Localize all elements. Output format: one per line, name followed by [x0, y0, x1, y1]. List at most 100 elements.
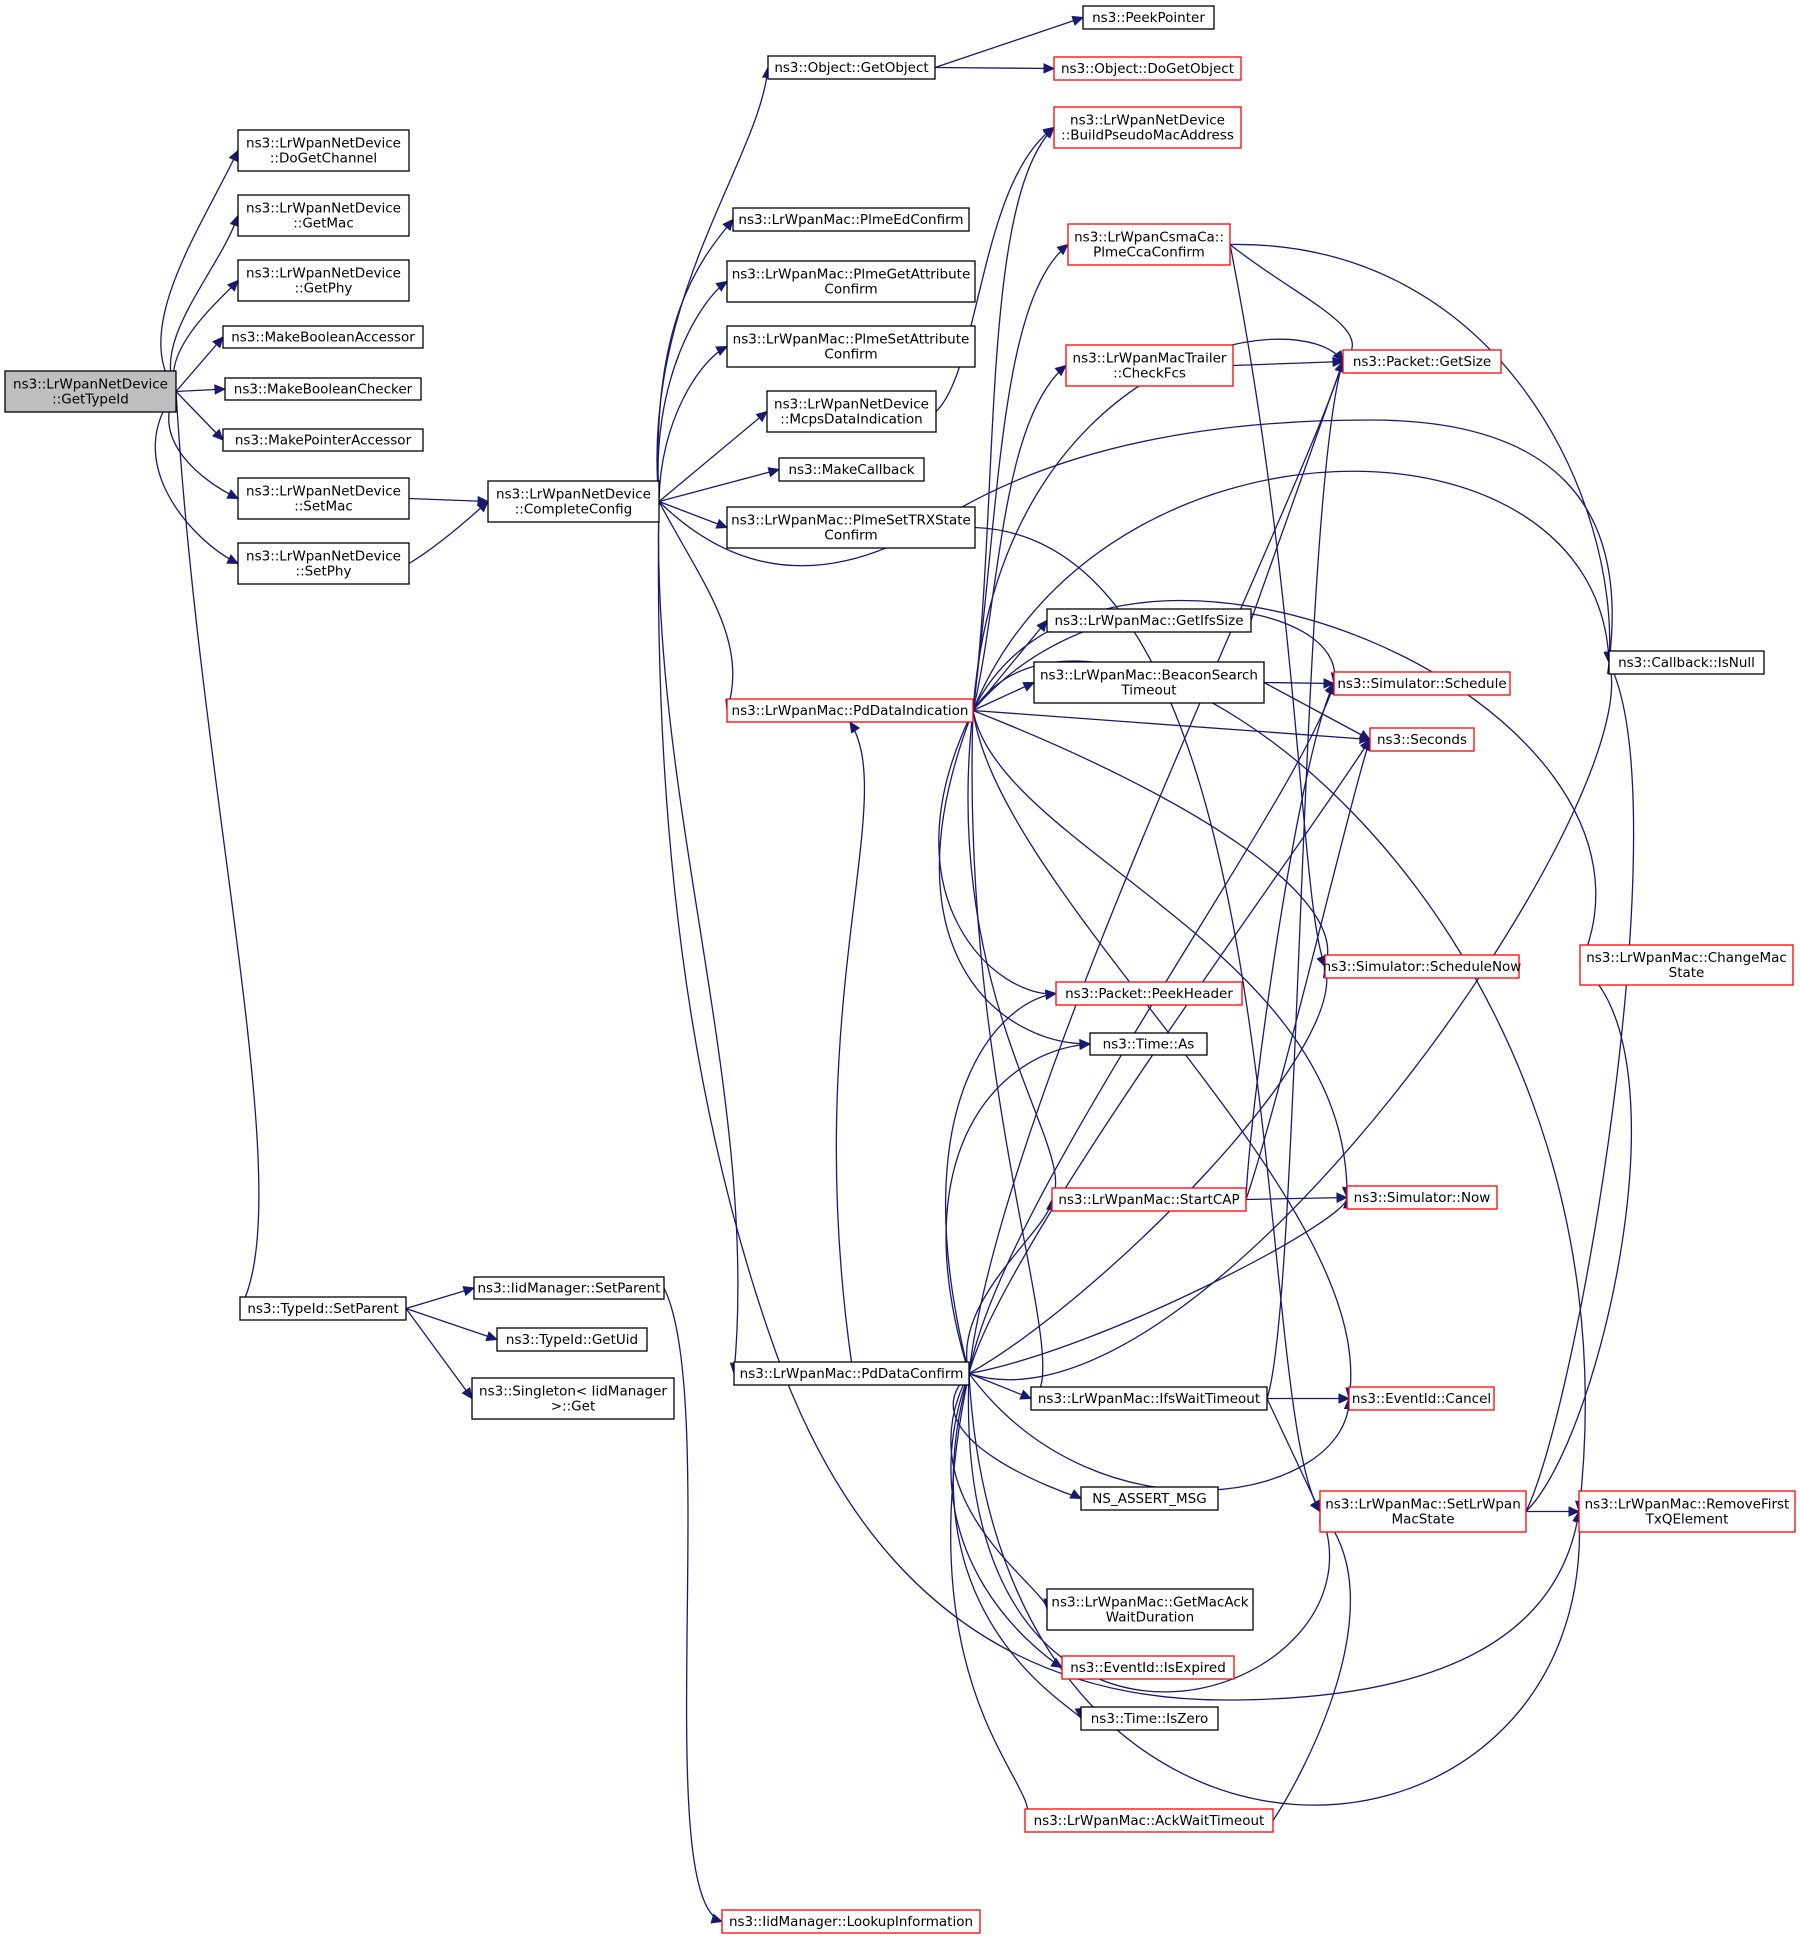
graph-node[interactable]: ns3::LrWpanMac::PdDataIndication: [726, 698, 974, 723]
node-label: ns3::IidManager::SetParent: [478, 1281, 661, 1297]
node-box: [732, 207, 970, 232]
call-edge: [154, 391, 240, 565]
graph-node[interactable]: ns3::LrWpanMac::PdDataConfirm: [733, 1361, 970, 1386]
graph-node[interactable]: ns3::IidManager::LookupInformation: [721, 1909, 981, 1934]
graph-node[interactable]: ns3::EventId::IsExpired: [1061, 1655, 1235, 1680]
graph-node[interactable]: ns3::Simulator::ScheduleNow: [1323, 954, 1522, 979]
graph-node[interactable]: ns3::Callback::IsNull: [1608, 650, 1765, 675]
graph-node[interactable]: ns3::Object::DoGetObject: [1053, 56, 1242, 81]
node-label: ns3::LrWpanMac::PlmeSetTRXState: [731, 513, 971, 529]
graph-node[interactable]: ns3::Packet::PeekHeader: [1055, 981, 1243, 1006]
call-edge: [1272, 1510, 1351, 1821]
edge-path: [657, 501, 1580, 1701]
graph-node[interactable]: ns3::TypeId::SetParent: [239, 1296, 407, 1321]
edge-path: [967, 1373, 1331, 1693]
node-box: [473, 1276, 665, 1300]
graph-node[interactable]: ns3::TypeId::GetUid: [496, 1327, 648, 1352]
graph-node[interactable]: ns3::IidManager::SetParent: [473, 1276, 665, 1300]
node-label: ns3::LrWpanMac::RemoveFirst: [1585, 1497, 1790, 1513]
call-edge: [945, 1039, 1092, 1374]
edge-path: [1250, 361, 1344, 621]
graph-node[interactable]: ns3::EventId::Cancel: [1348, 1386, 1495, 1411]
node-label: ns3::LrWpanNetDevice: [496, 487, 651, 503]
graph-node[interactable]: ns3::LrWpanMac::GetIfsSize: [1046, 608, 1252, 633]
node-label: ns3::Object::GetObject: [774, 60, 928, 76]
edge-path: [405, 1307, 498, 1341]
node-box: [1324, 954, 1520, 979]
graph-node[interactable]: ns3::Time::IsZero: [1080, 1706, 1219, 1731]
graph-node[interactable]: ns3::Object::GetObject: [767, 55, 936, 80]
node-label: ns3::LrWpanMacTrailer: [1073, 351, 1227, 367]
graph-node[interactable]: NS_ASSERT_MSG: [1080, 1486, 1219, 1511]
edge-path: [972, 338, 1344, 711]
node-label: ns3::MakePointerAccessor: [235, 433, 412, 449]
graph-node[interactable]: ns3::LrWpanNetDevice::BuildPseudoMacAddr…: [1053, 106, 1242, 149]
node-label: State: [1669, 965, 1705, 981]
graph-node[interactable]: ns3::PeekPointer: [1082, 5, 1215, 30]
graph-node[interactable]: ns3::LrWpanNetDevice::SetPhy: [237, 542, 410, 585]
graph-node[interactable]: ns3::LrWpanMac::AckWaitTimeout: [1024, 1808, 1274, 1833]
node-label: ns3::PeekPointer: [1092, 10, 1205, 26]
graph-node[interactable]: ns3::LrWpanMac::StartCAP: [1051, 1187, 1247, 1212]
edge-arrowhead: [211, 428, 224, 441]
graph-node[interactable]: ns3::MakeBooleanAccessor: [222, 325, 424, 349]
graph-node[interactable]: ns3::Singleton< IidManager >::Get: [471, 1377, 675, 1420]
graph-node[interactable]: ns3::MakeCallback: [778, 457, 925, 482]
graph-node[interactable]: ns3::Simulator::Now: [1346, 1185, 1498, 1210]
graph-node[interactable]: ns3::LrWpanMac::PlmeEdConfirm: [732, 207, 970, 232]
node-label: ::McpsDataIndication: [780, 412, 922, 428]
node-label: ns3::Object::DoGetObject: [1061, 61, 1234, 77]
node-box: [726, 325, 976, 368]
node-label: ns3::Simulator::Schedule: [1337, 676, 1506, 692]
edge-path: [972, 709, 1329, 967]
graph-node[interactable]: ns3::Seconds: [1369, 727, 1475, 752]
edge-path: [945, 1043, 1091, 1374]
call-edge: [405, 1285, 476, 1310]
graph-node[interactable]: ns3::MakeBooleanChecker: [224, 377, 422, 401]
node-label: Timeout: [1120, 683, 1176, 699]
node-label: Confirm: [824, 528, 877, 544]
node-box: [1319, 1490, 1527, 1533]
graph-node[interactable]: ns3::LrWpanNetDevice::CompleteConfig: [487, 480, 660, 523]
node-box: [237, 194, 410, 237]
edge-path: [950, 1373, 1029, 1821]
graph-node[interactable]: ns3::LrWpanNetDevice::GetPhy: [237, 259, 410, 302]
node-box: [1024, 1808, 1274, 1833]
graph-node[interactable]: ns3::Packet::GetSize: [1342, 349, 1502, 374]
graph-node[interactable]: ns3::LrWpanMacTrailer::CheckFcs: [1065, 344, 1234, 387]
graph-node[interactable]: ns3::LrWpanNetDevice::McpsDataIndication: [766, 390, 937, 433]
edge-path: [1245, 1196, 1348, 1201]
edge-arrowhead: [1036, 619, 1048, 632]
graph-node[interactable]: ns3::MakePointerAccessor: [222, 428, 424, 452]
graph-node[interactable]: ns3::LrWpanNetDevice::SetMac: [237, 477, 410, 520]
node-label: ns3::MakeBooleanChecker: [234, 382, 413, 398]
graph-node[interactable]: ns3::LrWpanCsmaCa::PlmeCcaConfirm: [1067, 223, 1231, 266]
graph-node[interactable]: ns3::Time::As: [1089, 1032, 1208, 1056]
node-box: [237, 259, 410, 302]
node-box: [1067, 223, 1231, 266]
node-box: [4, 370, 177, 413]
graph-node[interactable]: ns3::LrWpanMac::IfsWaitTimeout: [1030, 1386, 1268, 1411]
node-label: ns3::LrWpanNetDevice: [246, 549, 401, 565]
node-box: [1080, 1486, 1219, 1511]
call-edge: [175, 384, 227, 395]
call-edge: [944, 989, 1058, 1374]
node-label: ::SetPhy: [296, 564, 352, 580]
node-label: ns3::LrWpanMac::GetMacAck: [1051, 1595, 1248, 1611]
graph-node[interactable]: ns3::LrWpanNetDevice::GetMac: [237, 194, 410, 237]
edge-path: [968, 683, 1335, 1374]
edge-arrowhead: [1071, 15, 1085, 26]
graph-node[interactable]: ns3::LrWpanNetDevice::DoGetChannel: [237, 129, 410, 172]
edge-arrowhead: [1056, 243, 1069, 256]
graph-node[interactable]: ns3::Simulator::Schedule: [1333, 671, 1511, 696]
node-box: [1033, 661, 1265, 704]
